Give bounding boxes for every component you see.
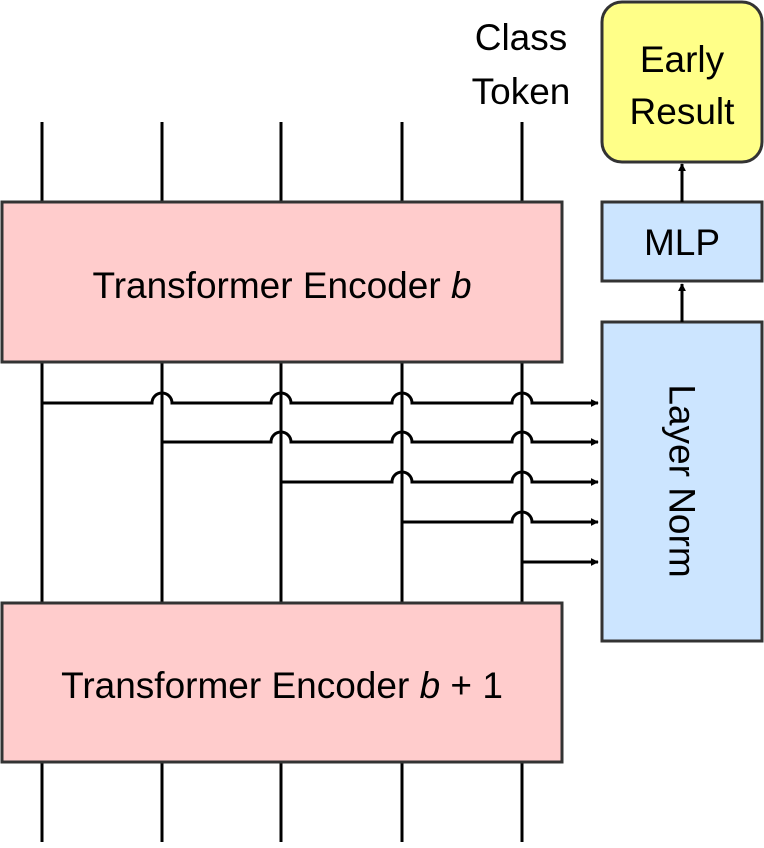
early-result-label-line1: Early (640, 39, 725, 80)
layer-norm-box (600, 320, 764, 643)
transformer-encoder-b-plus-1-label: Transformer Encoder b + 1 (61, 665, 503, 706)
branch-line-4 (402, 510, 599, 526)
early-result-box (600, 0, 764, 164)
branch-line-2 (162, 430, 599, 446)
transformer-encoder-b (0, 200, 564, 364)
layer-norm-label: Layer Norm (662, 384, 703, 577)
branch-line-3 (281, 470, 599, 486)
early-result-label-line2: Result (630, 91, 736, 132)
class-token-label-line2: Token (472, 71, 571, 112)
transformer-encoder-b-plus-1 (0, 601, 564, 764)
branch-line-1 (42, 391, 599, 407)
branch-lines (42, 391, 599, 566)
transformer-encoder-b-label: Transformer Encoder b (92, 265, 471, 306)
mlp-label: MLP (644, 222, 720, 263)
class-token-label-line1: Class (475, 17, 568, 58)
